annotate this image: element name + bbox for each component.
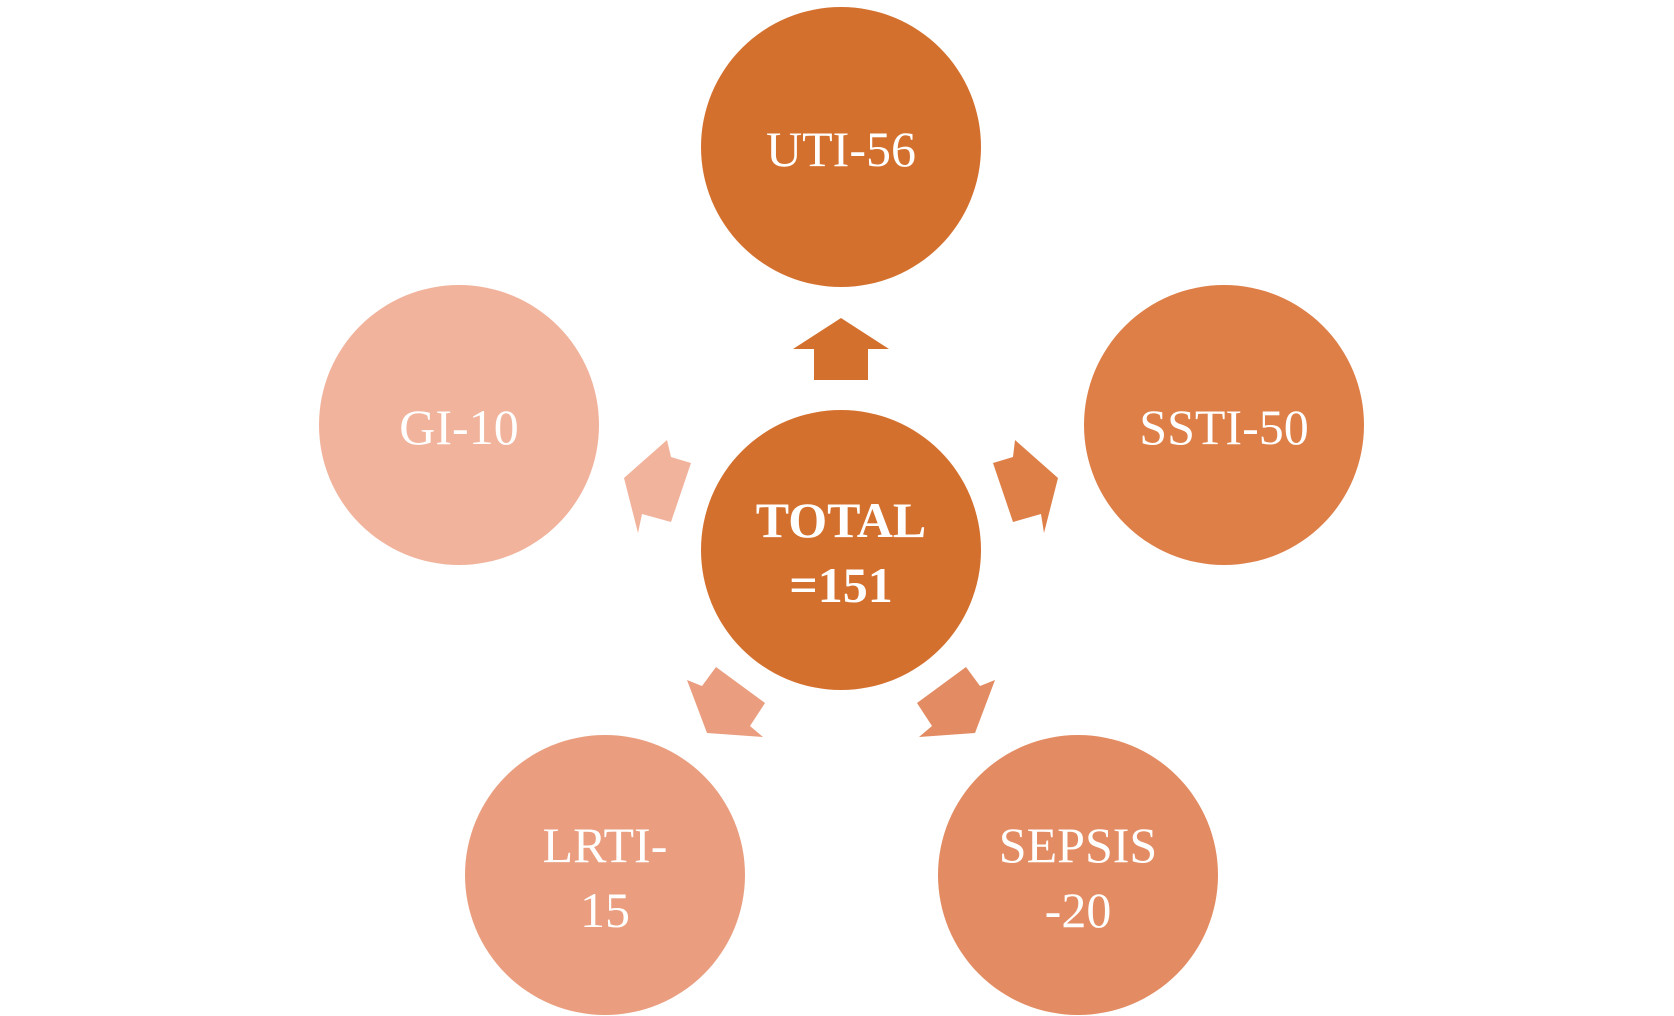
node-total-label-line1: TOTAL [756, 492, 926, 548]
node-sepsis-label-line2: -20 [1045, 882, 1112, 938]
arrow-to-lrti [687, 667, 765, 737]
node-gi-circle [319, 285, 599, 565]
node-uti-circle [701, 7, 981, 287]
arrow-to-sepsis [917, 667, 995, 737]
arrow-to-uti [793, 318, 889, 380]
node-ssti-label: SSTI-50 [1139, 399, 1308, 455]
node-total: TOTAL =151 [701, 410, 981, 690]
node-ssti-circle [1084, 285, 1364, 565]
node-lrti-circle [465, 735, 745, 1015]
node-uti-label: UTI-56 [766, 121, 916, 177]
node-lrti-label-line2: 15 [580, 882, 630, 938]
node-sepsis-label-line1: SEPSIS [999, 817, 1157, 873]
arrow-to-ssti [993, 440, 1058, 533]
node-total-circle [701, 410, 981, 690]
node-total-label-line2: =151 [789, 557, 893, 613]
node-gi-label: GI-10 [399, 399, 518, 455]
node-gi: GI-10 [319, 285, 599, 565]
node-lrti-label-line1: LRTI- [543, 817, 668, 873]
arrow-to-gi [624, 440, 691, 533]
node-ssti: SSTI-50 [1084, 285, 1364, 565]
node-lrti: LRTI- 15 [465, 735, 745, 1015]
node-sepsis-circle [938, 735, 1218, 1015]
node-uti: UTI-56 [701, 7, 981, 287]
node-sepsis: SEPSIS -20 [938, 735, 1218, 1015]
